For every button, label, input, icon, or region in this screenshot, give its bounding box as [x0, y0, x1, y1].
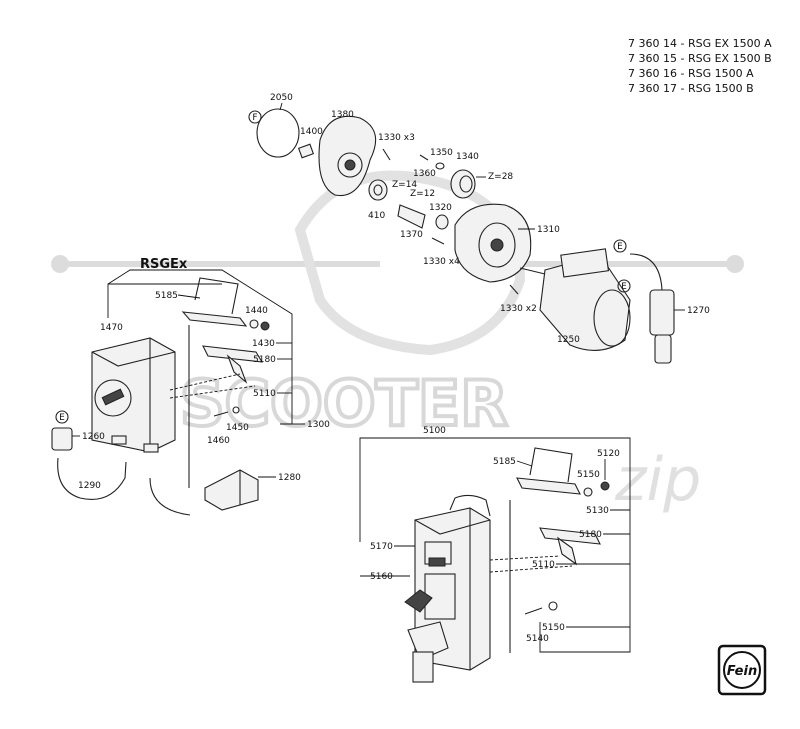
label-1270: 1270	[687, 306, 710, 316]
nut-1400	[297, 143, 315, 159]
label-1330x2: 1330 x2	[500, 304, 537, 314]
bracket-5180-left	[202, 345, 264, 363]
label-1320: 1320	[429, 203, 452, 213]
label-1310: 1310	[537, 225, 560, 235]
marker-e-motor-top	[613, 239, 627, 253]
bracket-5180-right	[539, 527, 601, 545]
model-line-1: 7 360 14 - RSG EX 1500 A	[628, 37, 772, 50]
label-5100: 5100	[423, 426, 446, 436]
label-2050: 2050	[270, 93, 293, 103]
label-5110-left: 5110	[253, 389, 276, 399]
label-1430: 1430	[252, 339, 275, 349]
label-1360: 1360	[413, 169, 436, 179]
label-5150-top: 5150	[577, 470, 600, 480]
model-line-3: 7 360 16 - RSG 1500 A	[628, 67, 754, 80]
label-z28: Z=28	[488, 172, 513, 182]
label-5180-left: 5180	[253, 355, 276, 365]
oring-2050	[256, 108, 300, 158]
model-line-4: 7 360 17 - RSG 1500 B	[628, 82, 754, 95]
logo-text: Fein	[727, 664, 757, 679]
gland-1260	[51, 427, 73, 451]
washer-1360	[435, 162, 445, 170]
watermark-word: SCOOTER	[180, 367, 508, 440]
label-1260: 1260	[82, 432, 105, 442]
model-list: 7 360 14 - RSG EX 1500 A 7 360 15 - RSG …	[628, 36, 772, 96]
bracket-5185-left	[194, 277, 239, 315]
nut-5130	[600, 481, 610, 491]
screw-1330-x2	[509, 284, 519, 295]
top-labels: 2050 1400 1380 1330 x3 1350 1360 1340 Z=…	[270, 93, 710, 345]
pinion-shaft-1370	[397, 204, 426, 229]
group-title: RSGEx	[140, 257, 188, 272]
nut-1430	[260, 321, 270, 331]
label-5130: 5130	[586, 506, 609, 516]
cable-1290	[57, 457, 127, 500]
label-1460: 1460	[207, 436, 230, 446]
flange-1380	[318, 115, 377, 197]
label-1250: 1250	[557, 335, 580, 345]
gear-1340	[450, 169, 476, 199]
label-1290: 1290	[78, 481, 101, 491]
washer-1450	[232, 406, 240, 414]
label-1330x3: 1330 x3	[378, 133, 415, 143]
label-1370: 1370	[400, 230, 423, 240]
right-labels: 5100 5120 5185 5150 5130 5180 5170 5110 …	[370, 426, 630, 644]
label-1380: 1380	[331, 110, 354, 120]
label-5185-left: 5185	[155, 291, 178, 301]
label-410: 410	[368, 211, 385, 221]
svg-text:E: E	[617, 242, 623, 252]
screw-1330-top	[382, 148, 391, 161]
label-1280: 1280	[278, 473, 301, 483]
marker-e-left	[55, 410, 69, 424]
label-1300: 1300	[307, 420, 330, 430]
label-1330x4: 1330 x4	[423, 257, 460, 267]
label-5110-right: 5110	[532, 560, 555, 570]
bearing-1320	[435, 214, 449, 230]
label-1350: 1350	[430, 148, 453, 158]
label-1470: 1470	[100, 323, 123, 333]
screw-1330-x4	[431, 237, 445, 245]
watermark-script: zip	[614, 445, 701, 515]
bearing-410	[368, 179, 388, 201]
label-1340: 1340	[456, 152, 479, 162]
label-z14: Z=14	[392, 180, 417, 190]
label-1400: 1400	[300, 127, 323, 137]
label-5170: 5170	[370, 542, 393, 552]
washer-5150-bottom	[548, 601, 558, 611]
gear-assembly: F E E	[248, 108, 675, 364]
label-1450: 1450	[226, 423, 249, 433]
rsg-group	[359, 437, 631, 683]
watermark: SCOOTER zip	[51, 170, 744, 515]
cable-gland-1270	[649, 289, 675, 336]
label-5120: 5120	[597, 449, 620, 459]
label-5180-right: 5180	[579, 530, 602, 540]
label-5150-bottom: 5150	[542, 623, 565, 633]
label-5160: 5160	[370, 572, 393, 582]
svg-text:E: E	[59, 413, 65, 423]
screw-1460	[213, 411, 229, 417]
svg-text:E: E	[621, 282, 627, 292]
model-line-2: 7 360 15 - RSG EX 1500 B	[628, 52, 772, 65]
bracket-5185-right	[529, 447, 573, 483]
rsgex-group: RSGEx E	[51, 257, 293, 516]
label-5185-right: 5185	[493, 457, 516, 467]
label-1440: 1440	[245, 306, 268, 316]
screw-1350	[419, 154, 429, 161]
motor-1250	[539, 254, 631, 351]
label-5140: 5140	[526, 634, 549, 644]
marker-f-label: F	[252, 113, 257, 123]
left-labels: 5185 1440 1430 1470 5180 5110 1300 1450 …	[72, 291, 330, 491]
plug-1280	[204, 469, 259, 511]
marker-f	[248, 110, 262, 124]
washer-1440	[249, 319, 259, 329]
screw-5140	[524, 607, 543, 615]
label-z12: Z=12	[410, 189, 435, 199]
fein-logo: Fein	[717, 644, 767, 696]
marker-e-motor	[617, 279, 631, 293]
washer-5150-top	[583, 487, 593, 497]
switch-knob-5160	[404, 589, 433, 613]
